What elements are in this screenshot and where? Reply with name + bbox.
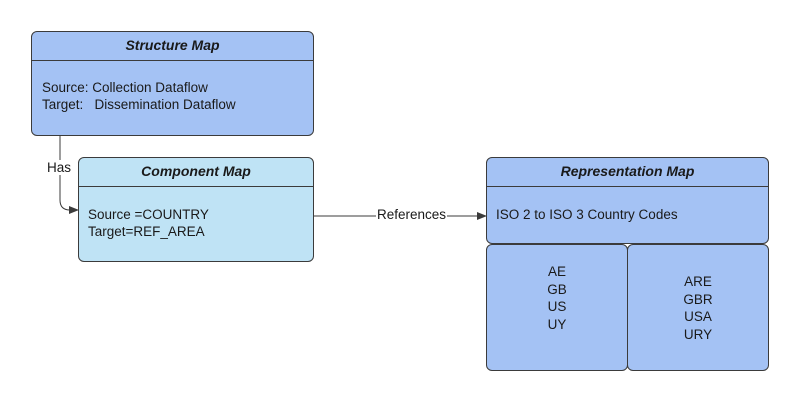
target-codes-list: ARE GBR USA URY bbox=[628, 273, 768, 343]
source-code: UY bbox=[547, 316, 567, 332]
structure-map-title: Structure Map bbox=[32, 32, 313, 61]
component-map-source: Source =COUNTRY bbox=[88, 207, 209, 222]
representation-map-title: Representation Map bbox=[487, 158, 768, 187]
target-code: USA bbox=[684, 309, 712, 324]
component-map-target: Target=REF_AREA bbox=[88, 224, 205, 239]
source-code: GB bbox=[547, 281, 567, 297]
structure-map-target: Target: Dissemination Dataflow bbox=[42, 97, 236, 112]
component-map-body: Source =COUNTRY Target=REF_AREA bbox=[79, 187, 313, 261]
target-code: GBR bbox=[683, 291, 713, 307]
target-codes-box[interactable]: ARE GBR USA URY bbox=[627, 244, 769, 371]
component-map-title: Component Map bbox=[79, 158, 313, 187]
source-codes-box[interactable]: AE GB US UY bbox=[486, 244, 628, 371]
source-code: AE bbox=[547, 264, 566, 279]
structure-map-box[interactable]: Structure Map Source: Collection Dataflo… bbox=[31, 31, 314, 136]
representation-map-description: ISO 2 to ISO 3 Country Codes bbox=[496, 207, 678, 222]
structure-map-body: Source: Collection Dataflow Target: Diss… bbox=[32, 61, 313, 135]
component-map-box[interactable]: Component Map Source =COUNTRY Target=REF… bbox=[78, 157, 314, 262]
target-code: URY bbox=[683, 326, 713, 342]
source-code: US bbox=[547, 299, 567, 314]
source-codes-list: AE GB US UY bbox=[487, 263, 627, 333]
references-edge-label: References bbox=[376, 207, 448, 222]
structure-map-source: Source: Collection Dataflow bbox=[42, 80, 208, 95]
has-edge-label: Has bbox=[46, 160, 73, 175]
target-code: ARE bbox=[684, 274, 712, 289]
representation-map-box[interactable]: Representation Map ISO 2 to ISO 3 Countr… bbox=[486, 157, 769, 244]
has-connector bbox=[59, 136, 79, 214]
